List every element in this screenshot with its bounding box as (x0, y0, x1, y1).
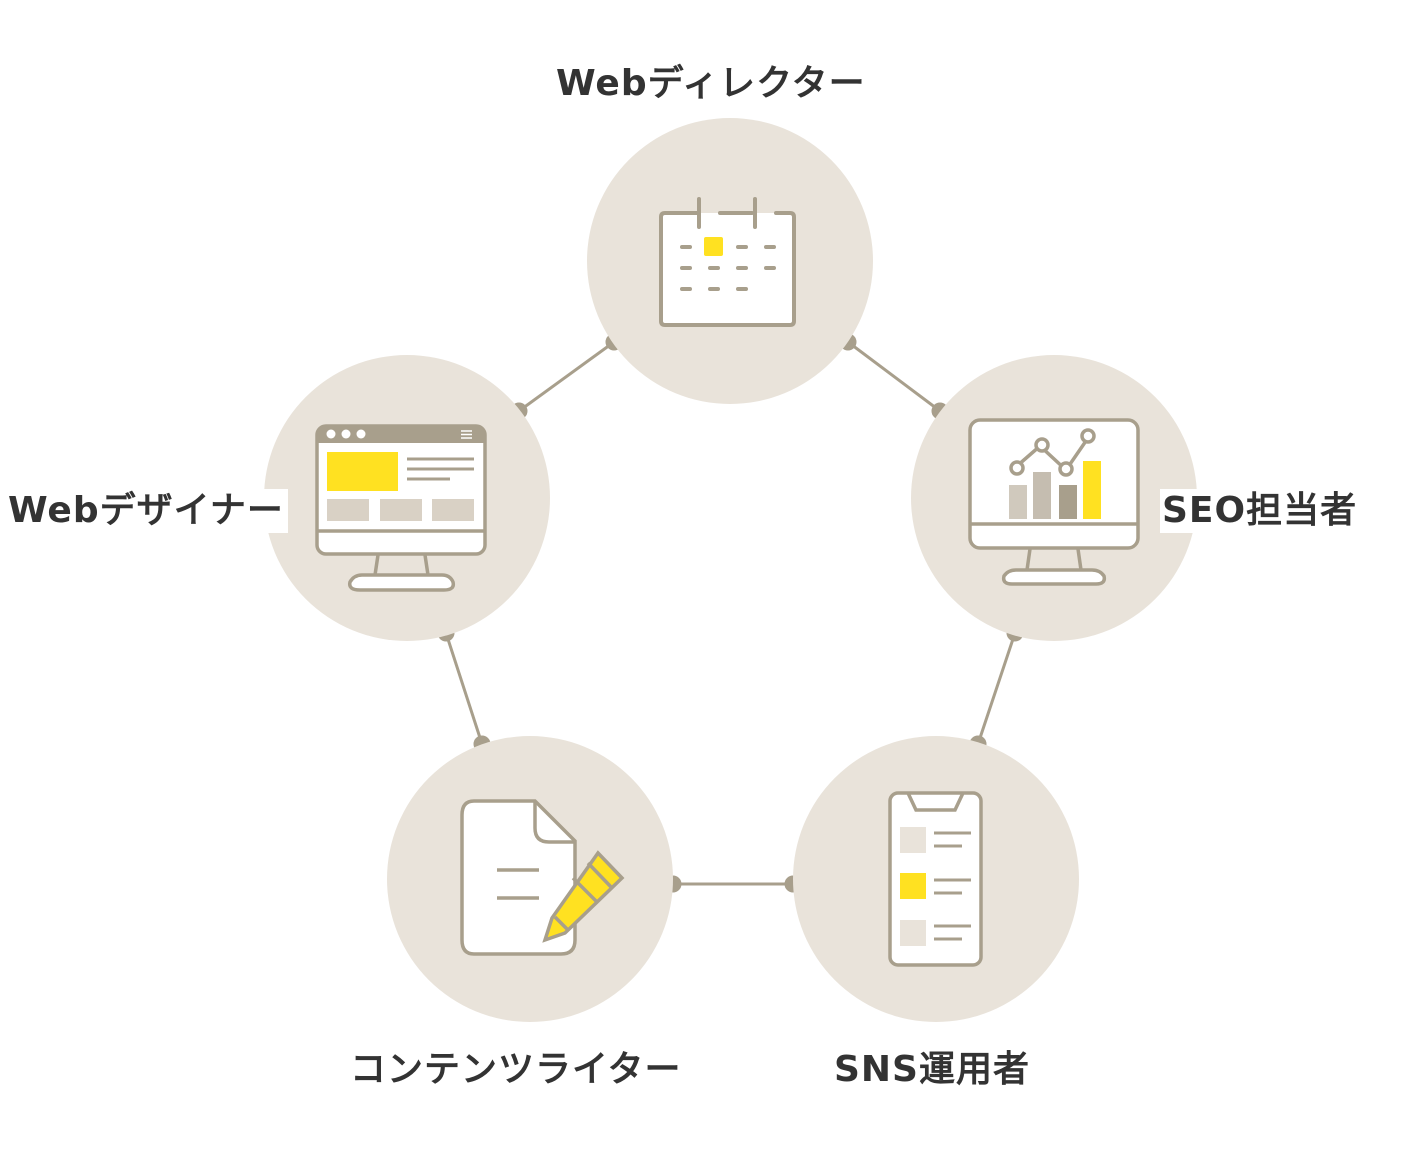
node-sns (793, 736, 1079, 1022)
connector-sns-writer (664, 875, 802, 893)
label-seo: SEO担当者 (1160, 489, 1358, 533)
document-pencil-icon (460, 799, 625, 956)
label-web-director: Webディレクター (556, 62, 866, 106)
connector-seo-sns (969, 624, 1024, 753)
node-seo (911, 355, 1197, 641)
label-web-designer: Webデザイナー (8, 489, 288, 533)
label-sns: SNS運用者 (834, 1048, 1030, 1092)
smartphone-feed-icon (888, 791, 983, 967)
calendar-icon (659, 197, 796, 327)
connector-director-seo (839, 333, 949, 420)
website-monitor-icon (315, 424, 487, 592)
node-web-designer (264, 355, 550, 641)
connector-designer-director (510, 333, 623, 420)
label-content-writer: コンテンツライター (350, 1048, 682, 1092)
connector-writer-designer (437, 624, 491, 753)
node-web-director (587, 118, 873, 404)
node-content-writer (387, 736, 673, 1022)
